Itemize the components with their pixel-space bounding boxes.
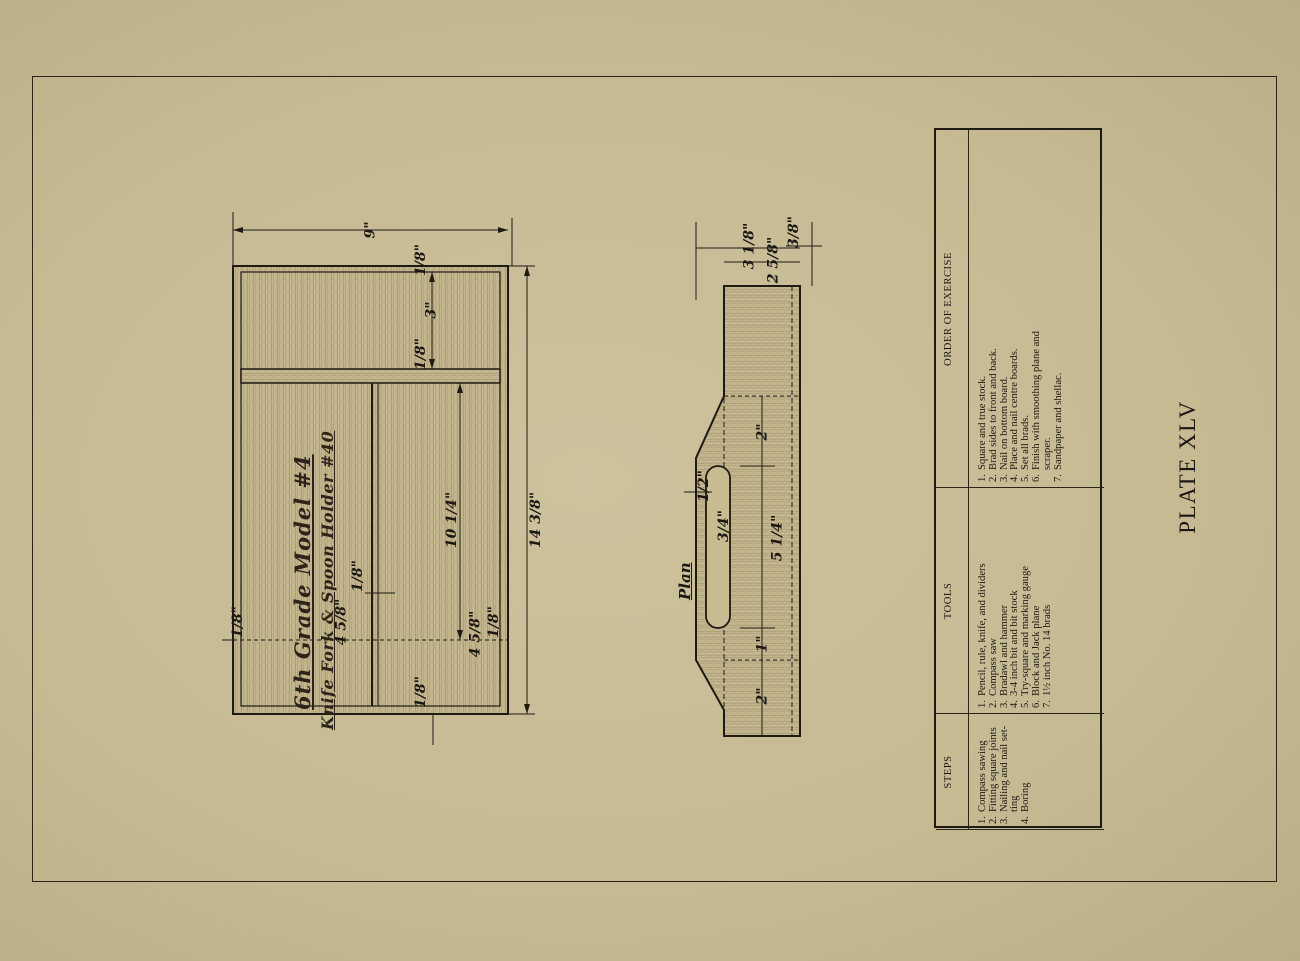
dim-overall-length: 9" [362,221,379,239]
item-number: 3. [998,816,1010,824]
order-list: 1.Square and true stock. 2.Brad sides to… [977,134,1065,482]
item-text: Place and nail centre boards. [1009,348,1021,470]
tools-rule [968,488,969,714]
steps-list: 1.Compass sawing 2.Fitting square joints… [977,718,1032,824]
item-text: Nail on bottom board. [998,376,1010,470]
dim-side-gap: 3/8" [785,216,802,248]
drawing-title: 6th Grade Model #4 Knife Fork & Spoon Ho… [270,400,360,730]
item-text: Finish with smoothing plane and [1030,331,1042,470]
dim-slot-length: 5 1/4" [769,514,786,562]
dim-board-center: 1/8" [349,560,366,592]
order-header: ORDER OF EXERCISE [943,252,954,366]
plan-view [684,222,822,737]
column-divider [936,487,1104,488]
dim-inner-length: 10 1/4" [444,491,461,549]
item-number: 4. [1020,816,1032,824]
tools-list: 1.Pencil, rule, knife, and dividers 2.Co… [977,492,1054,708]
dim-board-right: 1/8" [485,606,502,638]
order-column: ORDER OF EXERCISE 1.Square and true stoc… [936,130,1104,488]
list-item: 7. 1½ inch No. 14 brads [1041,492,1054,708]
item-text: Set all brads. [1020,414,1032,470]
item-text: Try-square and marking gauge [1020,566,1032,696]
drawing-title-line2: Knife Fork & Spoon Holder #40 [318,430,337,730]
steps-rule [968,714,969,830]
dim-slot-width: 3/4" [715,510,732,542]
item-number: 2. [987,700,999,708]
item-number: 2. [987,474,999,482]
item-text: Nailing and nail set- [998,725,1010,812]
drawing-title-line1: 6th Grade Model #4 [290,454,315,710]
item-text: Bradawl and hammer [998,604,1010,696]
plate-border [32,76,1277,882]
list-item: 7. Sandpaper and shellac. [1052,134,1065,482]
tools-header: TOOLS [943,582,954,620]
item-text: scraper. [1041,437,1053,470]
plate-number: PLATE XLV [1175,400,1200,534]
item-text: ting [1009,795,1021,812]
item-text: 1½ inch No. 14 brads [1041,604,1053,696]
tools-column: TOOLS 1.Pencil, rule, knife, and divider… [936,488,1104,714]
list-item: 4. Boring [1020,718,1032,824]
dim-board-mid: 1/8" [412,338,429,370]
item-text: Compass sawing [977,740,988,812]
column-divider [936,713,1104,714]
dim-partition-right: 4 5/8" [467,610,484,658]
item-number: 6. [1030,474,1042,482]
instruction-table-content: STEPS 1.Compass sawing 2.Fitting square … [936,130,1104,830]
top-view [222,212,535,745]
item-text: Block and Jack plane [1030,605,1042,696]
item-text: Boring [1020,782,1032,812]
item-text: Compass saw [987,638,999,696]
plan-label: Plan [676,562,694,600]
dim-partition-left: 4 5/8" [333,598,350,646]
item-text: 3-4 inch bit and bit stock [1009,590,1021,696]
steps-header: STEPS [943,755,954,789]
item-text: Sandpaper and shellac. [1052,372,1064,470]
item-text: Fitting square joints [987,727,999,812]
item-text: Brad sides to front and back. [987,348,999,470]
dim-side-depth-a: 3 1/8" [741,222,758,270]
dim-board-left: 1/8" [229,606,246,638]
item-number: 7. [1052,474,1064,482]
dim-slot-offset-bottom: 2" [754,687,771,705]
dim-side-depth-b: 2 5/8" [765,236,782,284]
order-rule [968,130,969,488]
steps-column: STEPS 1.Compass sawing 2.Fitting square … [936,714,1104,830]
dim-slot-end: 1" [754,635,771,653]
dim-board-top: 1/8" [412,244,429,276]
list-item: 6. Finish with smoothing plane and [1030,134,1043,482]
item-number: 7. [1041,700,1053,708]
item-text: Square and true stock. [977,375,988,470]
dim-compartment: 3" [423,301,440,319]
column-divider [936,829,1104,830]
item-text: Pencil, rule, knife, and dividers [977,563,988,696]
item-number: 2. [987,816,999,824]
dim-slot-half: 1/2" [695,470,712,502]
dim-board-bottom: 1/8" [412,676,429,708]
dim-slot-offset-top: 2" [754,423,771,441]
dim-overall-width: 14 3/8" [528,491,545,549]
instruction-table: STEPS 1.Compass sawing 2.Fitting square … [934,128,1104,830]
